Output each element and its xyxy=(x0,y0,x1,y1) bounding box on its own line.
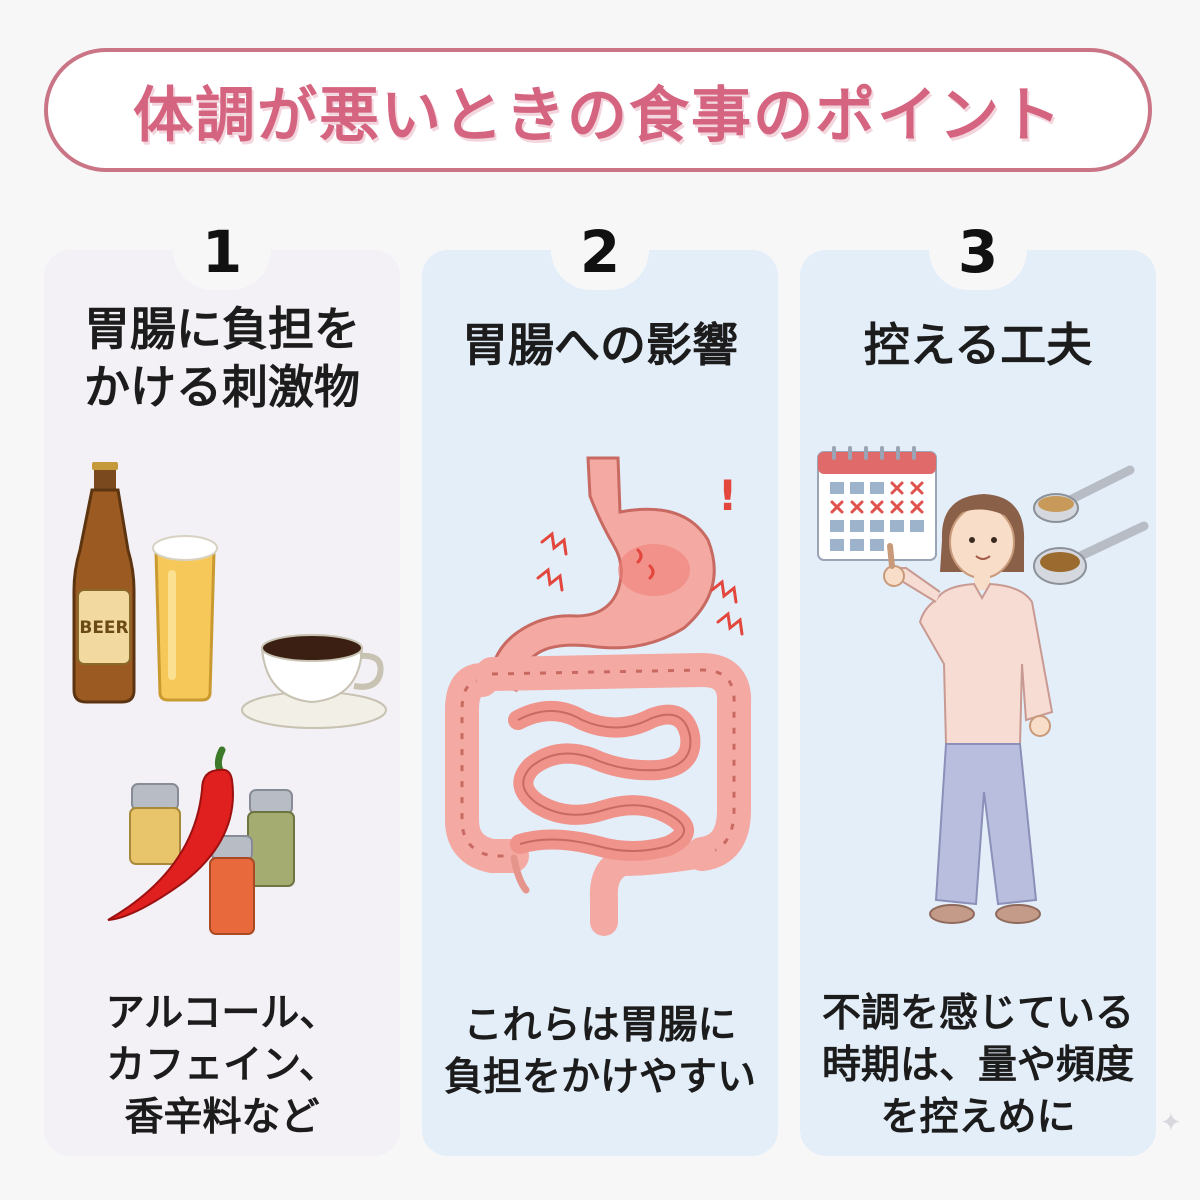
spice-jar-icon xyxy=(129,783,181,865)
title-banner: 体調が悪いときの食事のポイント xyxy=(44,48,1152,172)
sparkle-icon: ✦ xyxy=(1160,1108,1182,1138)
page-title: 体調が悪いときの食事のポイント xyxy=(133,80,1063,151)
point-heading: 胃腸への影響 xyxy=(422,316,778,374)
woman-pointing-icon xyxy=(883,494,1054,924)
irritants-illustration: BEER xyxy=(72,462,387,935)
point-caption: 不調を感じている 時期は、量や頻度 を控えめに xyxy=(800,988,1156,1144)
heading-line: 控える工夫 xyxy=(863,318,1093,372)
point-caption: これらは胃腸に 負担をかけやすい xyxy=(422,1000,778,1104)
caption-line: 香辛料など xyxy=(124,1095,320,1140)
caption-line: アルコール、 xyxy=(105,991,339,1036)
caption-line: カフェイン、 xyxy=(106,1043,338,1088)
beer-glass-icon xyxy=(152,535,218,702)
measuring-spoon-icon xyxy=(1033,521,1149,585)
spice-jar-icon xyxy=(209,835,255,935)
point-number: 3 xyxy=(957,218,999,286)
caption-line: 不調を感じている xyxy=(821,991,1134,1036)
beer-bottle-icon: BEER xyxy=(72,462,136,704)
heading-line: 胃腸に負担を xyxy=(84,302,360,356)
beer-label: BEER xyxy=(79,618,128,638)
point-number-tab: 1 xyxy=(173,208,271,290)
point-number: 1 xyxy=(201,218,243,286)
calendar-icon xyxy=(817,446,937,561)
heading-line: 胃腸への影響 xyxy=(462,318,738,372)
point-number: 2 xyxy=(579,218,621,286)
point-card-2: 2 胃腸への影響 ! これらは胃腸に 負担をかけやすい xyxy=(422,208,778,1156)
exclamation-mark: ! xyxy=(718,471,737,520)
stomach-intestines-icon: ! xyxy=(445,456,752,936)
caption-line: これらは胃腸に xyxy=(463,1003,737,1048)
point-card-1: 1 胃腸に負担を かける刺激物 BEER xyxy=(44,208,400,1156)
caption-line: 時期は、量や頻度 xyxy=(821,1043,1134,1088)
pain-mark xyxy=(536,531,744,636)
point-heading: 胃腸に負担を かける刺激物 xyxy=(44,300,400,416)
heading-line: かける刺激物 xyxy=(84,360,360,414)
chili-pepper-icon xyxy=(107,746,234,921)
point-number-tab: 2 xyxy=(551,208,649,290)
measuring-spoon-icon xyxy=(1033,465,1135,523)
point-card-3: 3 控える工夫 xyxy=(800,208,1156,1156)
point-number-tab: 3 xyxy=(929,208,1027,290)
moderation-illustration xyxy=(817,446,1149,924)
point-heading: 控える工夫 xyxy=(800,316,1156,374)
coffee-cup-icon xyxy=(241,634,387,729)
caption-line: を控えめに xyxy=(880,1095,1076,1140)
caption-line: 負担をかけやすい xyxy=(443,1055,756,1100)
point-caption: アルコール、 カフェイン、 香辛料など xyxy=(44,988,400,1144)
